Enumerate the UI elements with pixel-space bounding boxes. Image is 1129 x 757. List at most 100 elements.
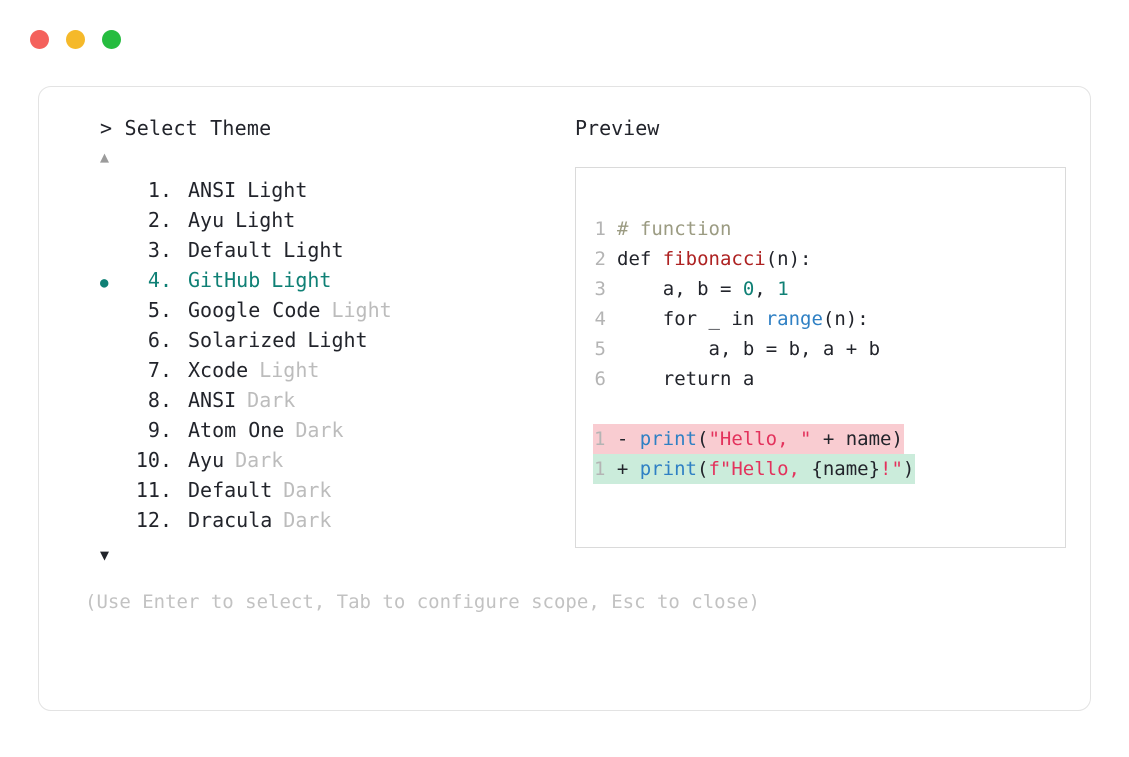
code-token-plain: return a — [617, 368, 755, 390]
theme-item-name: Google Code — [188, 298, 321, 322]
code-token-plain: {name} — [811, 458, 881, 480]
code-token-string: f"Hello, — [708, 458, 812, 480]
minimize-button-icon[interactable] — [66, 30, 85, 49]
code-token-number: 0 — [742, 278, 755, 300]
theme-list-item[interactable]: ● 4. GitHub Light — [100, 265, 543, 295]
window-titlebar — [30, 30, 121, 49]
bullet-placeholder — [100, 508, 126, 538]
theme-item-name: ANSI — [188, 178, 237, 202]
diff-highlight: 1 + print(f"Hello, {name}!") — [593, 454, 916, 484]
code-token-plain: + name) — [811, 428, 903, 450]
theme-item-name: Default — [188, 478, 273, 502]
bullet-placeholder — [100, 388, 126, 418]
bullet-placeholder — [100, 298, 126, 328]
theme-item-gap — [172, 385, 188, 415]
bullet-placeholder — [100, 238, 126, 268]
theme-item-gap — [172, 175, 188, 205]
code-token-plain: (n): — [765, 248, 812, 270]
theme-item-gap — [172, 445, 188, 475]
code-token-keyword: def — [617, 248, 663, 270]
code-token-builtin: range — [765, 308, 823, 330]
diff-line-removed: 1 - print("Hello, " + name) — [593, 424, 1065, 454]
theme-item-variant: Light — [283, 238, 344, 262]
code-token-number: 1 — [777, 278, 789, 300]
theme-item-gap — [172, 265, 188, 295]
theme-item-name: Dracula — [188, 508, 273, 532]
scroll-up-icon[interactable]: ▲ — [100, 148, 110, 166]
theme-item-number: 8. — [147, 388, 172, 412]
line-number: 1 — [594, 218, 606, 240]
bullet-placeholder — [100, 328, 126, 358]
diff-sign: + — [616, 458, 640, 480]
bullet-placeholder — [100, 478, 126, 508]
code-line: 1 # function — [593, 214, 1065, 244]
theme-list-item[interactable]: 3. Default Light — [100, 235, 543, 265]
line-number: 4 — [594, 308, 606, 330]
theme-item-name: Solarized — [188, 328, 297, 352]
theme-item-number: 4. — [147, 268, 172, 292]
theme-item-name: ANSI — [188, 388, 237, 412]
preview-label: Preview — [575, 116, 660, 140]
theme-item-name: Default — [188, 238, 273, 262]
code-token-func: fibonacci — [662, 248, 766, 270]
selected-bullet-icon: ● — [100, 275, 109, 291]
theme-item-variant: Light — [271, 268, 332, 292]
code-token-plain: for _ in — [617, 308, 766, 330]
diff-highlight: 1 - print("Hello, " + name) — [593, 424, 904, 454]
diff-line-number: 1 — [594, 458, 617, 480]
bullet-placeholder — [100, 358, 126, 388]
code-line-content: a, b = 0, 1 — [617, 274, 789, 304]
theme-item-number: 12. — [135, 508, 172, 532]
code-token-plain: ( — [696, 458, 709, 480]
line-number: 6 — [594, 368, 606, 390]
theme-item-number: 9. — [147, 418, 172, 442]
theme-item-variant: Dark — [283, 478, 332, 502]
theme-list-item[interactable]: 8. ANSI Dark — [100, 385, 543, 415]
theme-item-name: Xcode — [188, 358, 249, 382]
theme-item-name: GitHub — [188, 268, 261, 292]
code-token-plain: (n): — [822, 308, 869, 330]
code-token-comment: # function — [617, 218, 732, 240]
theme-item-variant: Dark — [247, 388, 296, 412]
code-token-plain: ) — [902, 458, 915, 480]
code-line: 3 a, b = 0, 1 — [593, 274, 1065, 304]
theme-item-number: 3. — [147, 238, 172, 262]
theme-item-variant: Light — [259, 358, 320, 382]
maximize-button-icon[interactable] — [102, 30, 121, 49]
theme-item-number: 7. — [147, 358, 172, 382]
code-token-plain: , — [754, 278, 778, 300]
theme-item-number: 1. — [147, 178, 172, 202]
theme-item-variant: Light — [235, 208, 296, 232]
theme-item-variant: Light — [331, 298, 392, 322]
theme-item-number: 2. — [147, 208, 172, 232]
diff-block: 1 - print("Hello, " + name)1 + print(f"H… — [593, 424, 1065, 484]
keyboard-hint: (Use Enter to select, Tab to configure s… — [85, 591, 760, 613]
theme-item-gap — [172, 355, 188, 385]
code-line-content: def fibonacci(n): — [617, 244, 811, 274]
code-line: 5 a, b = b, a + b — [593, 334, 1065, 364]
theme-item-variant: Light — [307, 328, 368, 352]
code-token-plain: a, b = b, a + b — [617, 338, 881, 360]
scroll-down-icon[interactable]: ▼ — [100, 546, 110, 564]
code-token-builtin: print — [639, 458, 697, 480]
code-line: 4 for _ in range(n): — [593, 304, 1065, 334]
code-line-content: return a — [617, 364, 755, 394]
code-line-content: for _ in range(n): — [617, 304, 869, 334]
theme-list-item[interactable]: 7. Xcode Light — [100, 355, 543, 385]
close-button-icon[interactable] — [30, 30, 49, 49]
